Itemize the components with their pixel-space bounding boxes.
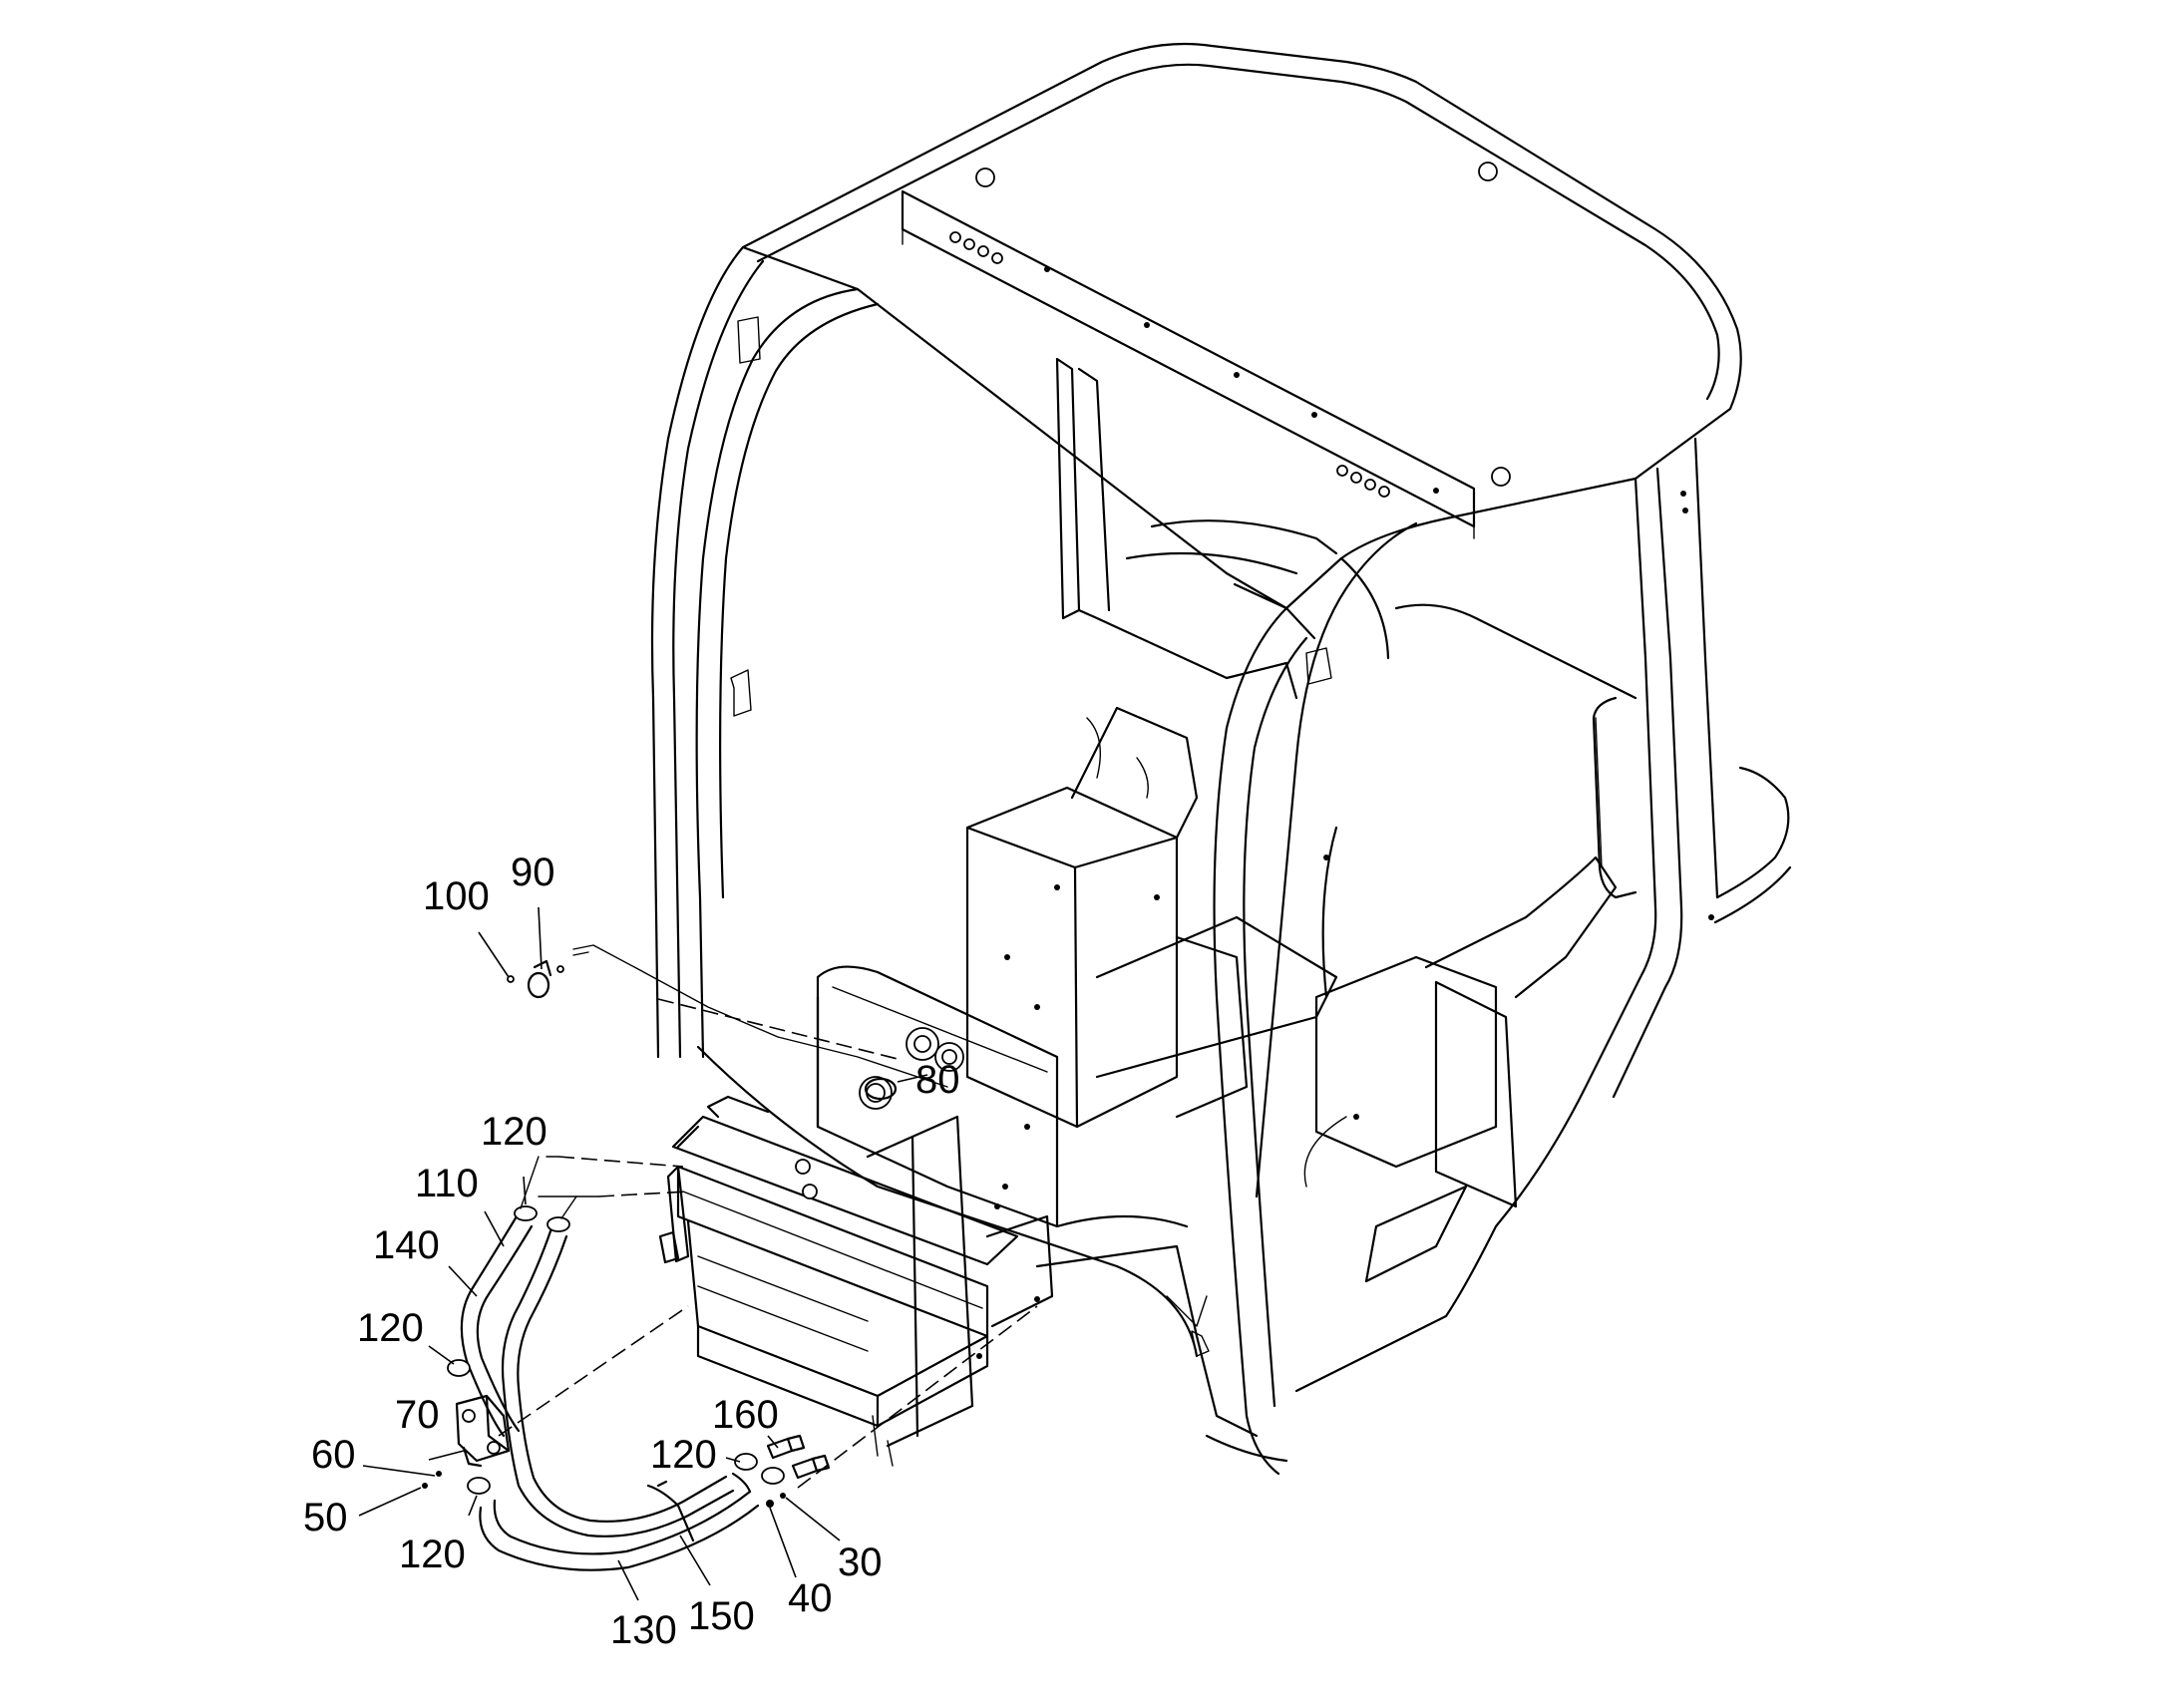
cab-floor-base <box>696 1045 1288 1463</box>
cab-roof <box>741 42 1742 610</box>
callout-150: 150 <box>688 1594 755 1638</box>
hose-130 <box>479 1472 760 1571</box>
cab-door-frame <box>1255 521 1637 1198</box>
callout-110: 110 <box>415 1162 479 1205</box>
callout-60: 60 <box>311 1433 356 1477</box>
callout-100: 100 <box>423 874 490 918</box>
callout-80: 80 <box>915 1058 960 1102</box>
callout-120-bottom: 120 <box>399 1533 466 1576</box>
heater-cable <box>572 944 948 1088</box>
callout-120-right: 120 <box>650 1433 717 1477</box>
callout-30: 30 <box>838 1540 883 1584</box>
grommet-80 <box>864 1077 898 1101</box>
small-hardware <box>422 1296 1040 1508</box>
callout-40: 40 <box>788 1576 833 1620</box>
cable-tie-150 <box>646 1480 695 1542</box>
callout-130: 130 <box>610 1608 677 1652</box>
assembly-lines <box>498 998 1038 1489</box>
callout-140: 140 <box>373 1223 440 1267</box>
bolt-clamp-90 <box>507 959 564 999</box>
heater-assembly <box>658 965 1059 1467</box>
callout-50: 50 <box>303 1496 348 1539</box>
hose-140 <box>501 1226 735 1537</box>
callout-160: 160 <box>712 1393 779 1437</box>
roof-fasteners <box>949 162 1511 498</box>
cab-rear-frame <box>1294 437 1792 1393</box>
callout-leaders <box>358 906 928 1601</box>
callout-120-top: 120 <box>481 1110 547 1154</box>
callout-90: 90 <box>511 851 555 894</box>
cab-front-frame <box>650 245 1390 1476</box>
callout-120-left: 120 <box>357 1306 424 1350</box>
callout-70: 70 <box>395 1393 440 1437</box>
cab-interior <box>965 357 1618 1327</box>
callout-labels: 100 90 80 120 110 140 120 70 60 50 120 1… <box>303 851 960 1652</box>
water-valve-70 <box>455 1394 511 1468</box>
fittings-160 <box>766 1434 831 1480</box>
